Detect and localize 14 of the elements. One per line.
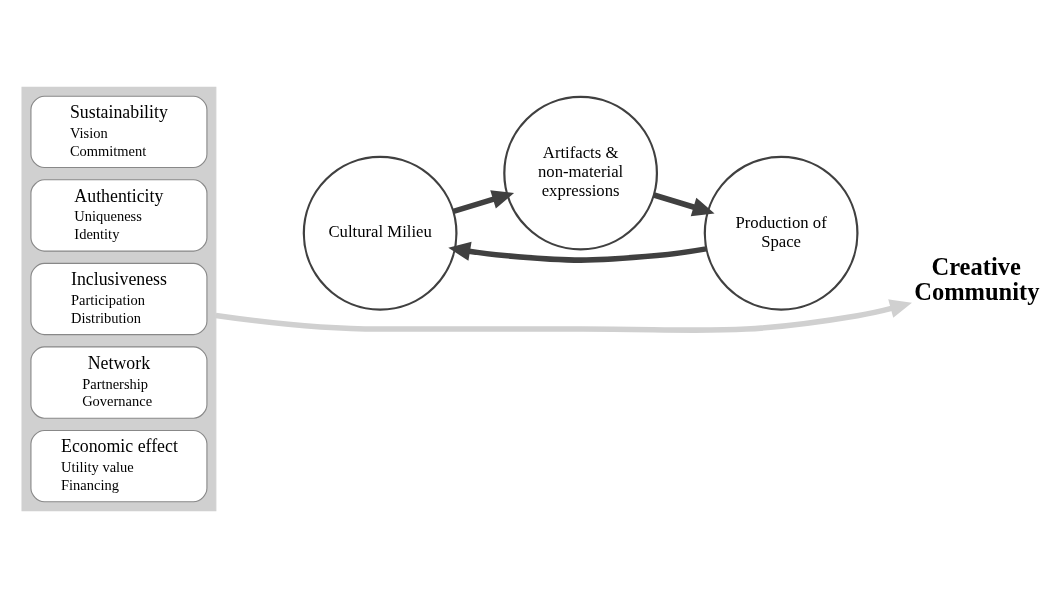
cluster [21, 86, 217, 511]
node-circle: Production of Space [703, 155, 859, 311]
node-circle: Artifacts & non-material expressions [503, 95, 659, 251]
node-box: Sustainability Vision Commitment [30, 95, 208, 168]
node-box: Economic effect Utility value Financing [30, 429, 208, 502]
arrow [653, 191, 715, 216]
arrow [452, 189, 515, 214]
arrow [215, 298, 912, 333]
node-circle: Cultural Milieu [302, 155, 458, 311]
node-box: Network Partnership Governance [30, 345, 208, 419]
arrow [448, 241, 707, 263]
node-box: Inclusiveness Participation Distribution [30, 262, 208, 335]
node-box: Authenticity Uniqueness Identity [30, 178, 208, 252]
node-text: Creative Community [914, 252, 1040, 305]
